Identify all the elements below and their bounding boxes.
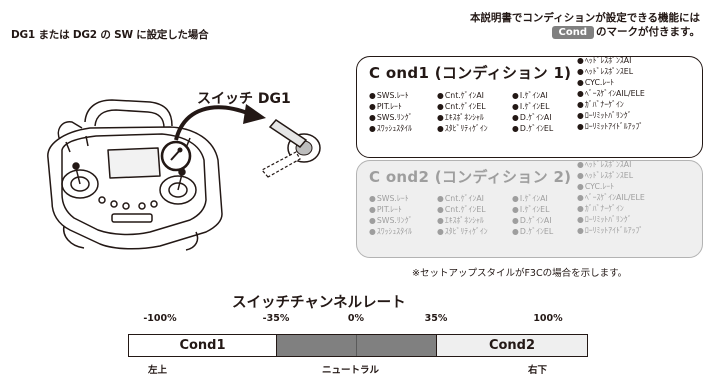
cond2-function: ｶﾞﾊﾞﾅｰｹﾞｲﾝ xyxy=(577,203,624,214)
cond2-function: Cnt.ｹﾞｲﾝEL xyxy=(437,204,486,215)
rate-title: スイッチチャンネルレート xyxy=(232,295,406,311)
cond1-function: SWS.ﾚｰﾄ xyxy=(369,90,409,101)
rate-tick-label: -35% xyxy=(262,313,290,324)
cond2-function: ﾛｰﾘﾐｯﾄﾊﾞﾘﾝｸﾞ xyxy=(577,214,632,225)
cond1-function: ｴｷｽﾎﾟﾈﾝｼｬﾙ xyxy=(437,112,484,123)
cond1-function: ﾛｰﾘﾐｯﾄﾊﾞﾘﾝｸﾞ xyxy=(577,110,632,121)
cond2-function: PIT.ﾚｰﾄ xyxy=(369,204,402,215)
cond1-function: ｽﾀﾋﾞﾘﾃｨｹﾞｲﾝ xyxy=(437,123,488,134)
cond1-function: ｶﾞﾊﾞﾅｰｹﾞｲﾝ xyxy=(577,99,624,110)
cond1-function: ﾍｯﾄﾞﾚｽﾎﾟﾝｽEL xyxy=(577,66,633,77)
cond2-function: ｽﾀﾋﾞﾘﾃｨｹﾞｲﾝ xyxy=(437,226,488,237)
rate-bar: Cond1 Cond2 xyxy=(128,334,588,357)
rate-segment-cond2: Cond2 xyxy=(437,335,587,356)
cond2-function: Cnt.ｹﾞｲﾝAI xyxy=(437,193,484,204)
position-label-lower-right: 右下 xyxy=(528,365,548,376)
cond1-function: D.ｹﾞｲﾝAI xyxy=(512,112,552,123)
transmitter-illustration xyxy=(47,99,321,251)
cond2-function: SWS.ﾘﾝｸﾞ xyxy=(369,215,413,226)
cond1-function: CYC.ﾚｰﾄ xyxy=(577,77,614,88)
cond-mark-note-line2: のマークが付きます。 xyxy=(596,26,700,38)
rate-tick-label: 35% xyxy=(424,313,448,324)
cond2-function: ﾍﾞｰｽｹﾞｲﾝAIL/ELE xyxy=(577,192,645,203)
cond-mark-badge: Cond xyxy=(551,26,595,39)
cond2-function: I.ｹﾞｲﾝAI xyxy=(512,193,548,204)
switch-detail xyxy=(261,119,321,178)
cond1-panel: C ond1 (コンディション 1) SWS.ﾚｰﾄ PIT.ﾚｰﾄ SWS.ﾘ… xyxy=(356,56,703,158)
pointer-arrow xyxy=(174,105,251,141)
switch-highlight-circle xyxy=(160,140,192,172)
rate-tick-label: 100% xyxy=(533,313,563,324)
rate-segment-cond1: Cond1 xyxy=(129,335,277,356)
cond1-function: ﾍﾞｰｽｹﾞｲﾝAIL/ELE xyxy=(577,88,645,99)
cond2-title: C ond2 (コンディション 2) xyxy=(369,168,572,186)
rate-segment-neutral-left xyxy=(277,335,357,356)
cond2-function: I.ｹﾞｲﾝEL xyxy=(512,204,550,215)
cond1-function: Cnt.ｹﾞｲﾝAI xyxy=(437,90,484,101)
cond2-function: CYC.ﾚｰﾄ xyxy=(577,181,614,192)
cond2-function: D.ｹﾞｲﾝAI xyxy=(512,215,552,226)
cond-mark-note-line1: 本説明書でコンディションが設定できる機能には xyxy=(469,12,700,24)
rate-tick-label: -100% xyxy=(143,313,177,324)
setup-style-note: ※セットアップスタイルがF3Cの場合を示します。 xyxy=(412,268,628,279)
cond2-function: ﾍｯﾄﾞﾚｽﾎﾟﾝｽAI xyxy=(577,159,632,170)
cond1-function: I.ｹﾞｲﾝAI xyxy=(512,90,548,101)
position-label-upper-left: 左上 xyxy=(148,365,168,376)
cond1-function: ｽﾜｯｼｭｽﾀｲﾙ xyxy=(369,123,412,134)
cond2-function: SWS.ﾚｰﾄ xyxy=(369,193,409,204)
rate-segment-neutral-right xyxy=(357,335,437,356)
cond1-function: Cnt.ｹﾞｲﾝEL xyxy=(437,101,486,112)
cond1-function: ﾍｯﾄﾞﾚｽﾎﾟﾝｽAI xyxy=(577,55,632,66)
section-heading: DG1 または DG2 の SW に設定した場合 xyxy=(11,29,209,41)
cond2-function: ﾛｰﾘﾐｯﾄｱｲﾄﾞﾙｱｯﾌﾟ xyxy=(577,225,643,236)
position-label-neutral: ニュートラル xyxy=(322,365,380,376)
cond1-function: PIT.ﾚｰﾄ xyxy=(369,101,402,112)
cond2-function: D.ｹﾞｲﾝEL xyxy=(512,226,553,237)
cond1-function: ﾛｰﾘﾐｯﾄｱｲﾄﾞﾙｱｯﾌﾟ xyxy=(577,121,643,132)
cond1-function: SWS.ﾘﾝｸﾞ xyxy=(369,112,413,123)
cond1-title: C ond1 (コンディション 1) xyxy=(369,64,572,82)
rate-tick-label: 0% xyxy=(347,313,365,324)
cond1-function: D.ｹﾞｲﾝEL xyxy=(512,123,553,134)
cond2-function: ﾍｯﾄﾞﾚｽﾎﾟﾝｽEL xyxy=(577,170,633,181)
cond2-function: ｽﾜｯｼｭｽﾀｲﾙ xyxy=(369,226,412,237)
cond2-panel: C ond2 (コンディション 2) SWS.ﾚｰﾄ PIT.ﾚｰﾄ SWS.ﾘ… xyxy=(356,160,703,258)
cond2-function: ｴｷｽﾎﾟﾈﾝｼｬﾙ xyxy=(437,215,484,226)
cond1-function: I.ｹﾞｲﾝEL xyxy=(512,101,550,112)
switch-label: スイッチ DG1 xyxy=(197,91,291,107)
